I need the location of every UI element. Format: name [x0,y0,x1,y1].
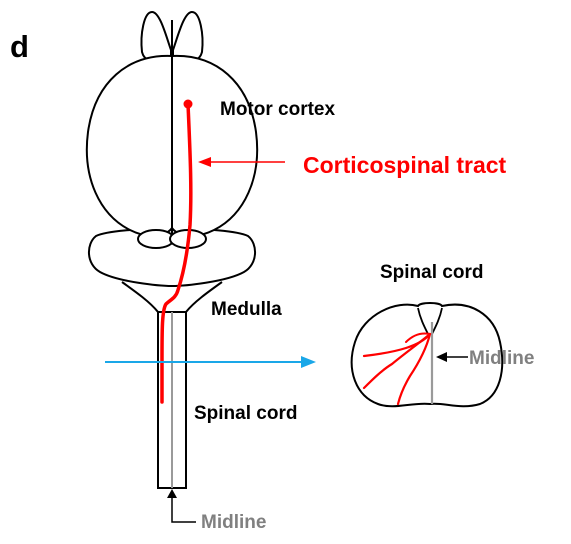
colliculus-left [138,230,174,248]
cerebral-hemisphere-left [87,56,172,236]
label-corticospinal-tract: Corticospinal tract [303,154,506,177]
label-spinal-cord-section-title: Spinal cord [380,263,483,282]
section-arrow-head [301,356,316,368]
label-medulla: Medulla [211,300,282,319]
olfactory-bulb-left [141,12,171,62]
label-midline-bottom: Midline [201,513,266,532]
olfactory-bulb-right [173,12,203,62]
midline-pointer-head [167,489,177,498]
label-midline-section: Midline [469,349,534,368]
cerebral-hemisphere-right [172,56,257,236]
panel-letter: d [10,31,29,62]
midline-pointer-line [172,496,196,522]
label-motor-cortex: Motor cortex [220,100,335,119]
label-spinal-cord-main: Spinal cord [194,404,297,423]
